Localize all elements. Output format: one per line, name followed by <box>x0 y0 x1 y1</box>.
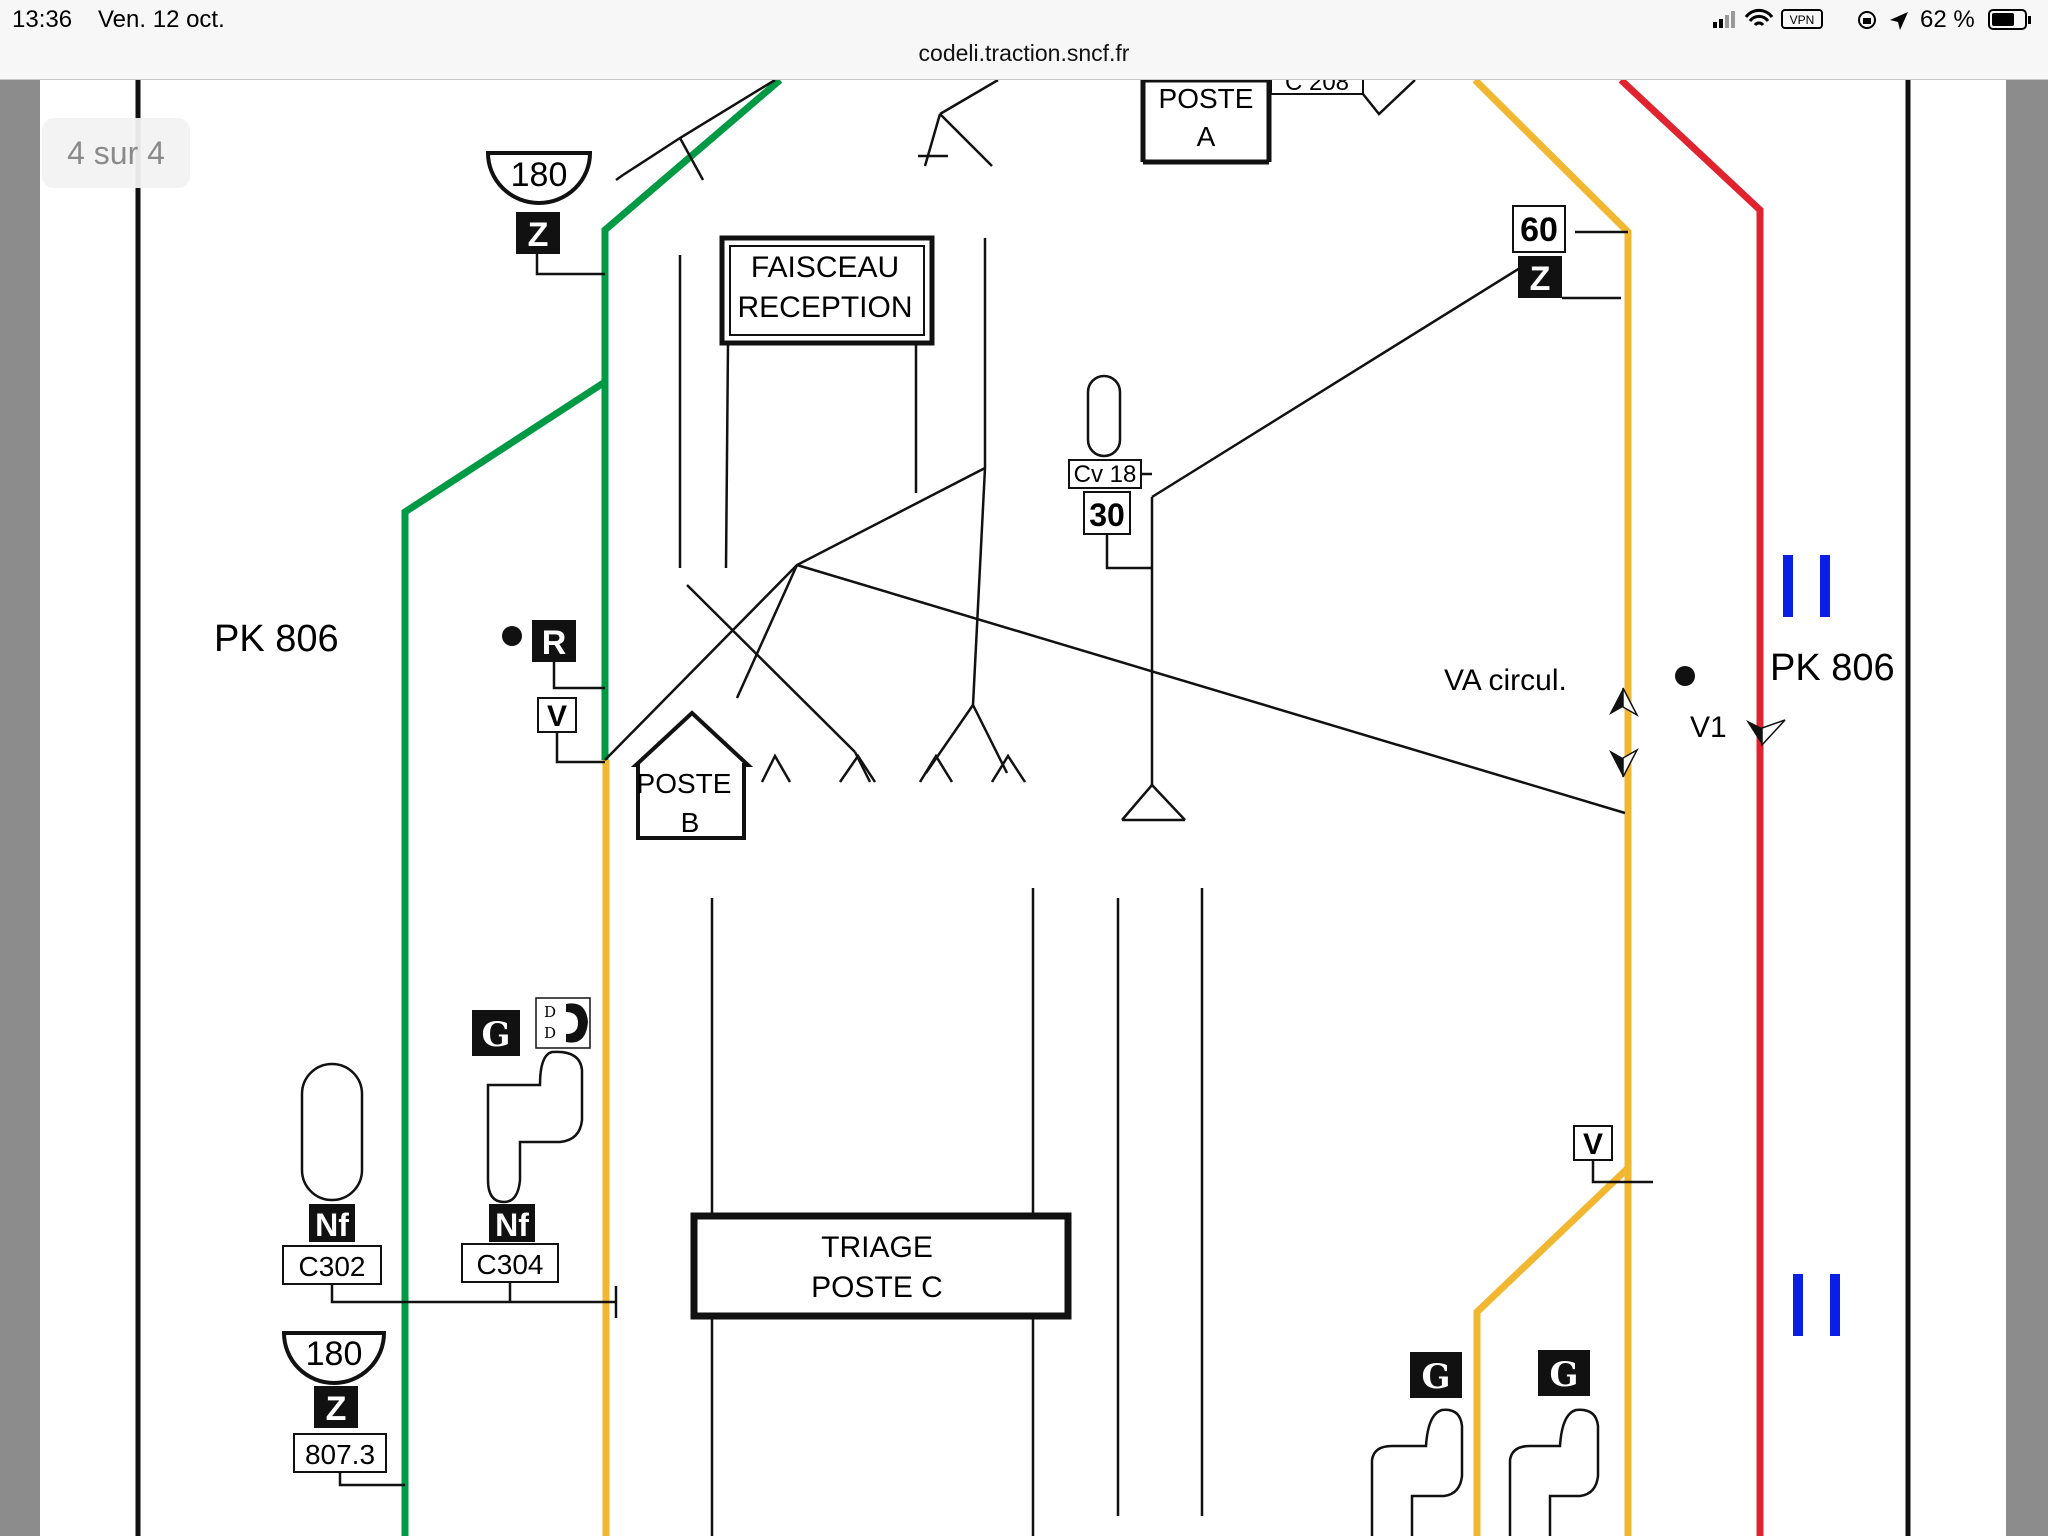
nf-1-label: Nf <box>315 1207 349 1243</box>
v-sign-left: V <box>537 697 605 764</box>
pk-left-label: PK 806 <box>214 618 339 660</box>
triage-line1: TRIAGE <box>821 1231 933 1264</box>
faisceau-line2: RECEPTION <box>737 291 912 324</box>
speed-sign-60: 60 <box>1512 205 1566 253</box>
signal-icon <box>1713 11 1735 28</box>
svg-text:180: 180 <box>511 156 568 194</box>
url-text[interactable]: codeli.traction.sncf.fr <box>918 40 1130 66</box>
va-circul-label: VA circul. <box>1444 664 1567 697</box>
speed-limit-180-bottom: 180 <box>281 1331 387 1385</box>
poste-a-line2: A <box>1197 121 1216 152</box>
faisceau-reception-box: FAISCEAU RECEPTION <box>719 235 935 346</box>
direction-arrows <box>1609 687 1786 778</box>
address-bar[interactable]: codeli.traction.sncf.fr <box>0 38 2048 80</box>
dot-marker-left <box>502 626 522 646</box>
svg-text:V: V <box>547 700 567 733</box>
speed-limit-180-top: 180 <box>485 151 593 205</box>
dot-marker-right <box>1675 666 1695 686</box>
poste-a-box: POSTE A <box>1140 80 1272 165</box>
signal-c304: Nf C304 <box>461 1050 584 1283</box>
wifi-icon <box>1744 8 1774 27</box>
svg-text:VPN: VPN <box>1790 13 1815 27</box>
c208-label: C 208 <box>1285 80 1349 96</box>
svg-text:60: 60 <box>1520 211 1558 249</box>
status-time: 13:36 <box>12 6 73 33</box>
g-sign-bottom-2: G <box>1508 1350 1600 1536</box>
battery-icon <box>1988 9 2031 30</box>
battery-percent: 62 % <box>1920 6 1975 33</box>
red-track <box>1618 80 1764 1536</box>
viewer-background-right <box>2006 80 2048 1536</box>
z-sign-60: Z <box>1518 256 1562 298</box>
svg-text:807.3: 807.3 <box>305 1439 375 1470</box>
z-sign-bottom: Z <box>314 1386 358 1428</box>
svg-text:V: V <box>1583 1128 1603 1161</box>
svg-text:Z: Z <box>1530 260 1551 298</box>
switch-chevrons <box>760 753 1027 783</box>
speed-30-label: 30 <box>1089 497 1125 533</box>
svg-text:G: G <box>1421 1357 1450 1397</box>
status-bar: 13:36 Ven. 12 oct. VPN 62 % <box>0 0 2048 38</box>
green-track-lower <box>401 379 607 1536</box>
svg-text:G: G <box>481 1015 510 1055</box>
signal-c302: Nf C302 <box>282 1062 382 1285</box>
viewer-background-left <box>0 80 40 1536</box>
blue-marks-upper <box>1783 555 1830 617</box>
g-sign-left: G <box>472 1010 520 1056</box>
orientation-lock-icon <box>1858 11 1876 29</box>
v1-label: V1 <box>1690 711 1727 744</box>
poste-b-line1: POSTE <box>637 768 732 799</box>
r-sign: R <box>532 620 605 690</box>
poste-b-house: POSTE B <box>630 710 754 840</box>
pdf-page[interactable]: POSTE A C 208 FAISCEAU RECEPTION POSTE B… <box>40 80 2006 1536</box>
blue-marks-lower <box>1793 1274 1840 1336</box>
pk-right-label: PK 806 <box>1770 647 1895 689</box>
cv18-signal: Cv 18 30 <box>1068 374 1152 570</box>
triage-poste-c-box: TRIAGE POSTE C <box>690 1212 1072 1320</box>
status-date: Ven. 12 oct. <box>98 6 225 33</box>
nf-2-label: Nf <box>495 1207 529 1243</box>
svg-text:G: G <box>1549 1355 1578 1395</box>
c208-box: C 208 <box>1270 80 1416 116</box>
cv18-label: Cv 18 <box>1074 461 1137 488</box>
yellow-track-branch <box>1473 1165 1631 1536</box>
page-indicator: 4 sur 4 <box>42 118 190 188</box>
svg-text:R: R <box>542 624 567 662</box>
svg-text:D: D <box>544 1024 556 1042</box>
location-icon <box>1890 12 1908 30</box>
dd-telephone-icon: D D <box>535 997 591 1049</box>
faisceau-line1: FAISCEAU <box>751 251 899 284</box>
c304-label: C304 <box>477 1249 544 1280</box>
svg-text:D: D <box>544 1003 556 1021</box>
green-track-upper <box>601 80 783 760</box>
c302-label: C302 <box>299 1251 366 1282</box>
poste-b-line2: B <box>681 807 700 838</box>
z-sign-top: Z <box>516 212 560 254</box>
status-icons: VPN <box>1713 8 1908 30</box>
v-sign-right: V <box>1573 1125 1653 1184</box>
pk-807-box: 807.3 <box>293 1433 405 1487</box>
triage-line2: POSTE C <box>811 1271 943 1304</box>
rail-diagram: POSTE A C 208 FAISCEAU RECEPTION POSTE B… <box>135 80 1911 1536</box>
svg-text:Z: Z <box>326 1390 347 1428</box>
poste-a-line1: POSTE <box>1159 83 1254 114</box>
svg-text:180: 180 <box>306 1335 363 1373</box>
vpn-icon: VPN <box>1781 9 1823 29</box>
svg-text:Z: Z <box>528 216 549 254</box>
g-sign-bottom-1: G <box>1370 1352 1464 1536</box>
